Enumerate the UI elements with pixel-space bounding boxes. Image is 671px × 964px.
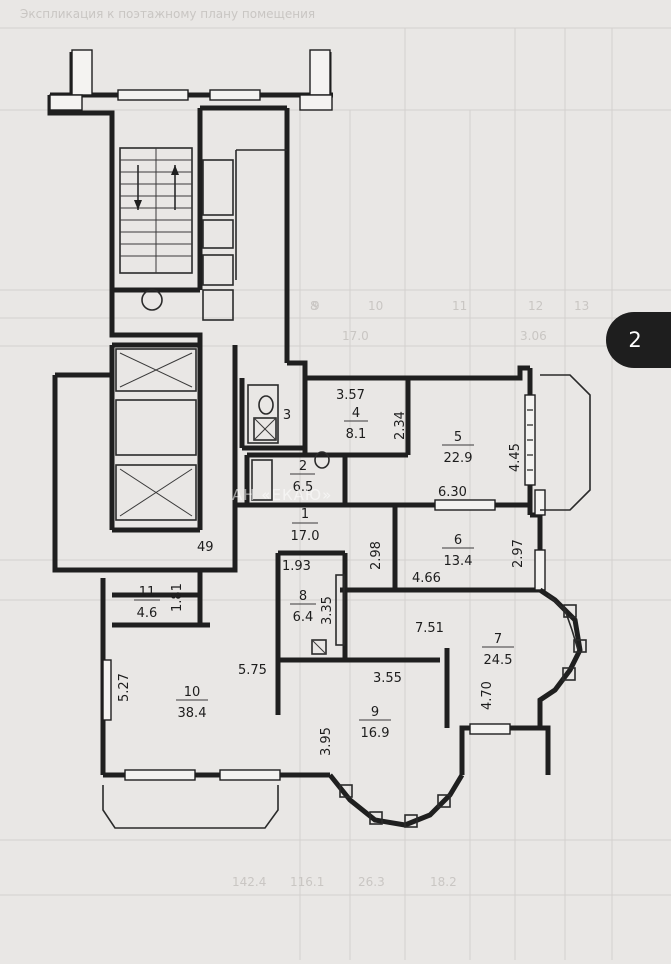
room-1-number: 1	[301, 507, 309, 522]
table-value-17: 17.0	[342, 329, 369, 343]
watermark: АН «ЕКАЮ»	[232, 486, 332, 504]
table-value-306: 3.06	[520, 329, 547, 343]
room-10-area: 38.4	[178, 706, 207, 721]
room-labels: 1 17.0 2 6.5 3 4 8.1 5 22.9 6 13.4 7 24.…	[134, 406, 514, 741]
dim-6-30: 6.30	[438, 485, 467, 500]
balcony-room10	[102, 785, 279, 829]
dim-3-95: 3.95	[319, 727, 334, 756]
table-col-8: 8	[310, 299, 318, 313]
room-5-area: 22.9	[444, 451, 473, 466]
bay-window-room5	[527, 368, 591, 511]
room-6-number: 6	[454, 533, 462, 548]
room-2-number: 2	[299, 459, 307, 474]
room-1-area: 17.0	[291, 529, 320, 544]
table-total-2: 116.1	[290, 875, 324, 889]
room-9-number: 9	[371, 705, 379, 720]
dim-3-35: 3.35	[320, 596, 335, 625]
table-col-11: 11	[452, 299, 467, 313]
table-total-1: 142.4	[232, 875, 266, 889]
table-col-9: 9	[312, 299, 320, 313]
table-total-3: 26.3	[358, 875, 385, 889]
table-col-10: 10	[368, 299, 383, 313]
dim-5-75: 5.75	[238, 663, 267, 678]
dim-1-93: 1.93	[282, 559, 311, 574]
dim-2-34: 2.34	[393, 411, 408, 440]
room-2-area: 6.5	[293, 480, 314, 495]
table-col-13: 13	[574, 299, 589, 313]
dim-7-51: 7.51	[415, 621, 444, 636]
page-number-badge[interactable]: 2	[606, 312, 671, 368]
bay-window-room9	[328, 773, 465, 828]
room-9-area: 16.9	[361, 726, 390, 741]
room-3-number: 3	[283, 408, 291, 423]
room-8-area: 6.4	[293, 610, 314, 625]
stairwell	[119, 147, 193, 311]
dim-5-27: 5.27	[117, 673, 132, 702]
sheet-header-text: Экспликация к поэтажному плану помещения	[20, 7, 315, 21]
dim-3-57: 3.57	[336, 388, 365, 403]
dim-3-55: 3.55	[373, 671, 402, 686]
room-6-area: 13.4	[444, 554, 473, 569]
windows	[49, 49, 546, 781]
room-8-number: 8	[299, 589, 307, 604]
room-7-area: 24.5	[484, 653, 513, 668]
room-4-number: 4	[352, 406, 360, 421]
room-10-number: 10	[184, 685, 201, 700]
dim-4-66: 4.66	[412, 571, 441, 586]
room-7-number: 7	[494, 632, 502, 647]
dim-4-70: 4.70	[480, 681, 495, 710]
table-col-12: 12	[528, 299, 543, 313]
dim-1-81: 1.81	[170, 583, 185, 612]
dim-2-98: 2.98	[369, 541, 384, 570]
dim-49: 49	[197, 540, 214, 555]
plumbing-fixtures	[247, 384, 345, 655]
room-4-area: 8.1	[346, 427, 367, 442]
background-table-grid	[0, 27, 671, 960]
room-11-area: 4.6	[137, 606, 158, 621]
elevators	[115, 348, 197, 521]
room-5-number: 5	[454, 430, 462, 445]
room-11-number: 11	[139, 585, 156, 600]
utility-shafts	[202, 149, 287, 321]
table-total-4: 18.2	[430, 875, 457, 889]
bay-window-room7	[537, 587, 587, 728]
dimension-labels: 3.57 2.34 4.45 6.30 2.98 2.97 4.66 49 1.…	[117, 388, 526, 756]
dim-2-97: 2.97	[511, 539, 526, 568]
dim-4-45: 4.45	[508, 443, 523, 472]
